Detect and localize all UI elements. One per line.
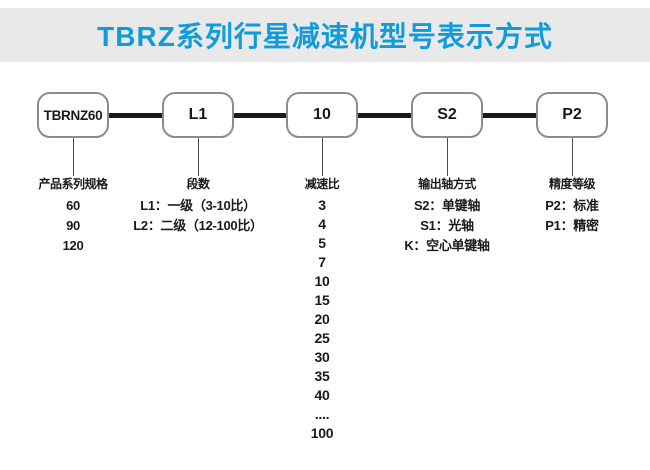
model-code-label: S2 xyxy=(437,106,457,123)
legend-heading: 输出轴方式 xyxy=(418,177,476,191)
legend-column-tbrnz60: 产品系列规格 60 90 120 xyxy=(13,177,133,256)
pointer-line xyxy=(72,138,74,176)
legend-item: .... xyxy=(314,406,330,422)
model-box-10: 10 xyxy=(286,92,358,138)
pointer-line xyxy=(321,138,323,176)
legend-item: 7 xyxy=(318,254,326,270)
legend-item: 3 xyxy=(318,197,326,213)
legend-item: P1：精密 xyxy=(545,218,599,233)
pointer-line xyxy=(446,138,448,176)
model-box-tbrnz60: TBRNZ60 xyxy=(37,92,109,138)
pointer-line xyxy=(571,138,573,176)
legend-item: 120 xyxy=(62,238,84,253)
legend-item: 5 xyxy=(318,235,326,251)
connector-line xyxy=(358,113,411,118)
legend-item: 4 xyxy=(318,216,326,232)
legend-item: S1：光轴 xyxy=(420,218,474,233)
legend-column-p2: 精度等级 P2：标准 P1：精密 xyxy=(517,177,627,236)
connector-line xyxy=(234,113,286,118)
legend-item: 10 xyxy=(314,273,330,289)
legend-item: 20 xyxy=(314,311,330,327)
model-box-l1: L1 xyxy=(162,92,234,138)
legend-item: 35 xyxy=(314,368,330,384)
pointer-line xyxy=(197,138,199,176)
legend-item: 30 xyxy=(314,349,330,365)
legend-item: K：空心单键轴 xyxy=(404,238,490,253)
legend-item: L1：一级（3-10比） xyxy=(140,198,256,213)
legend-column-s2: 输出轴方式 S2：单键轴 S1：光轴 K：空心单键轴 xyxy=(377,177,517,256)
legend-heading: 段数 xyxy=(186,177,210,191)
model-code-label: L1 xyxy=(188,106,208,123)
model-code-label: P2 xyxy=(562,106,582,123)
title-banner: TBRZ系列行星减速机型号表示方式 xyxy=(0,8,650,62)
legend-item: S2：单键轴 xyxy=(413,198,481,213)
legend-item: L2：二级（12-100比） xyxy=(133,218,263,233)
legend-item: 15 xyxy=(314,292,330,308)
legend-column-l1: 段数 L1：一级（3-10比） L2：二级（12-100比） xyxy=(118,177,278,236)
legend-heading: 产品系列规格 xyxy=(38,177,108,191)
page-title: TBRZ系列行星减速机型号表示方式 xyxy=(97,21,553,52)
legend-item: 40 xyxy=(314,387,330,403)
model-code-label: TBRNZ60 xyxy=(43,107,103,123)
legend-item: 100 xyxy=(310,425,334,441)
legend-item: 25 xyxy=(314,330,330,346)
connector-line xyxy=(483,113,536,118)
legend-heading: 减速比 xyxy=(304,177,340,191)
legend-heading: 精度等级 xyxy=(548,177,596,191)
connector-line xyxy=(109,113,162,118)
model-code-diagram: TBRNZ60 产品系列规格 60 90 120 L1 段数 L1：一级（3-10比） L2：二… xyxy=(0,62,650,470)
legend-item: 60 xyxy=(66,198,80,213)
legend-column-10: 减速比 3 4 5 7 10 15 20 25 30 35 40.... 100 xyxy=(277,177,367,443)
model-box-p2: P2 xyxy=(536,92,608,138)
model-box-s2: S2 xyxy=(411,92,483,138)
legend-item: 90 xyxy=(66,218,80,233)
model-code-label: 10 xyxy=(313,106,331,123)
legend-item: P2：标准 xyxy=(545,198,599,213)
